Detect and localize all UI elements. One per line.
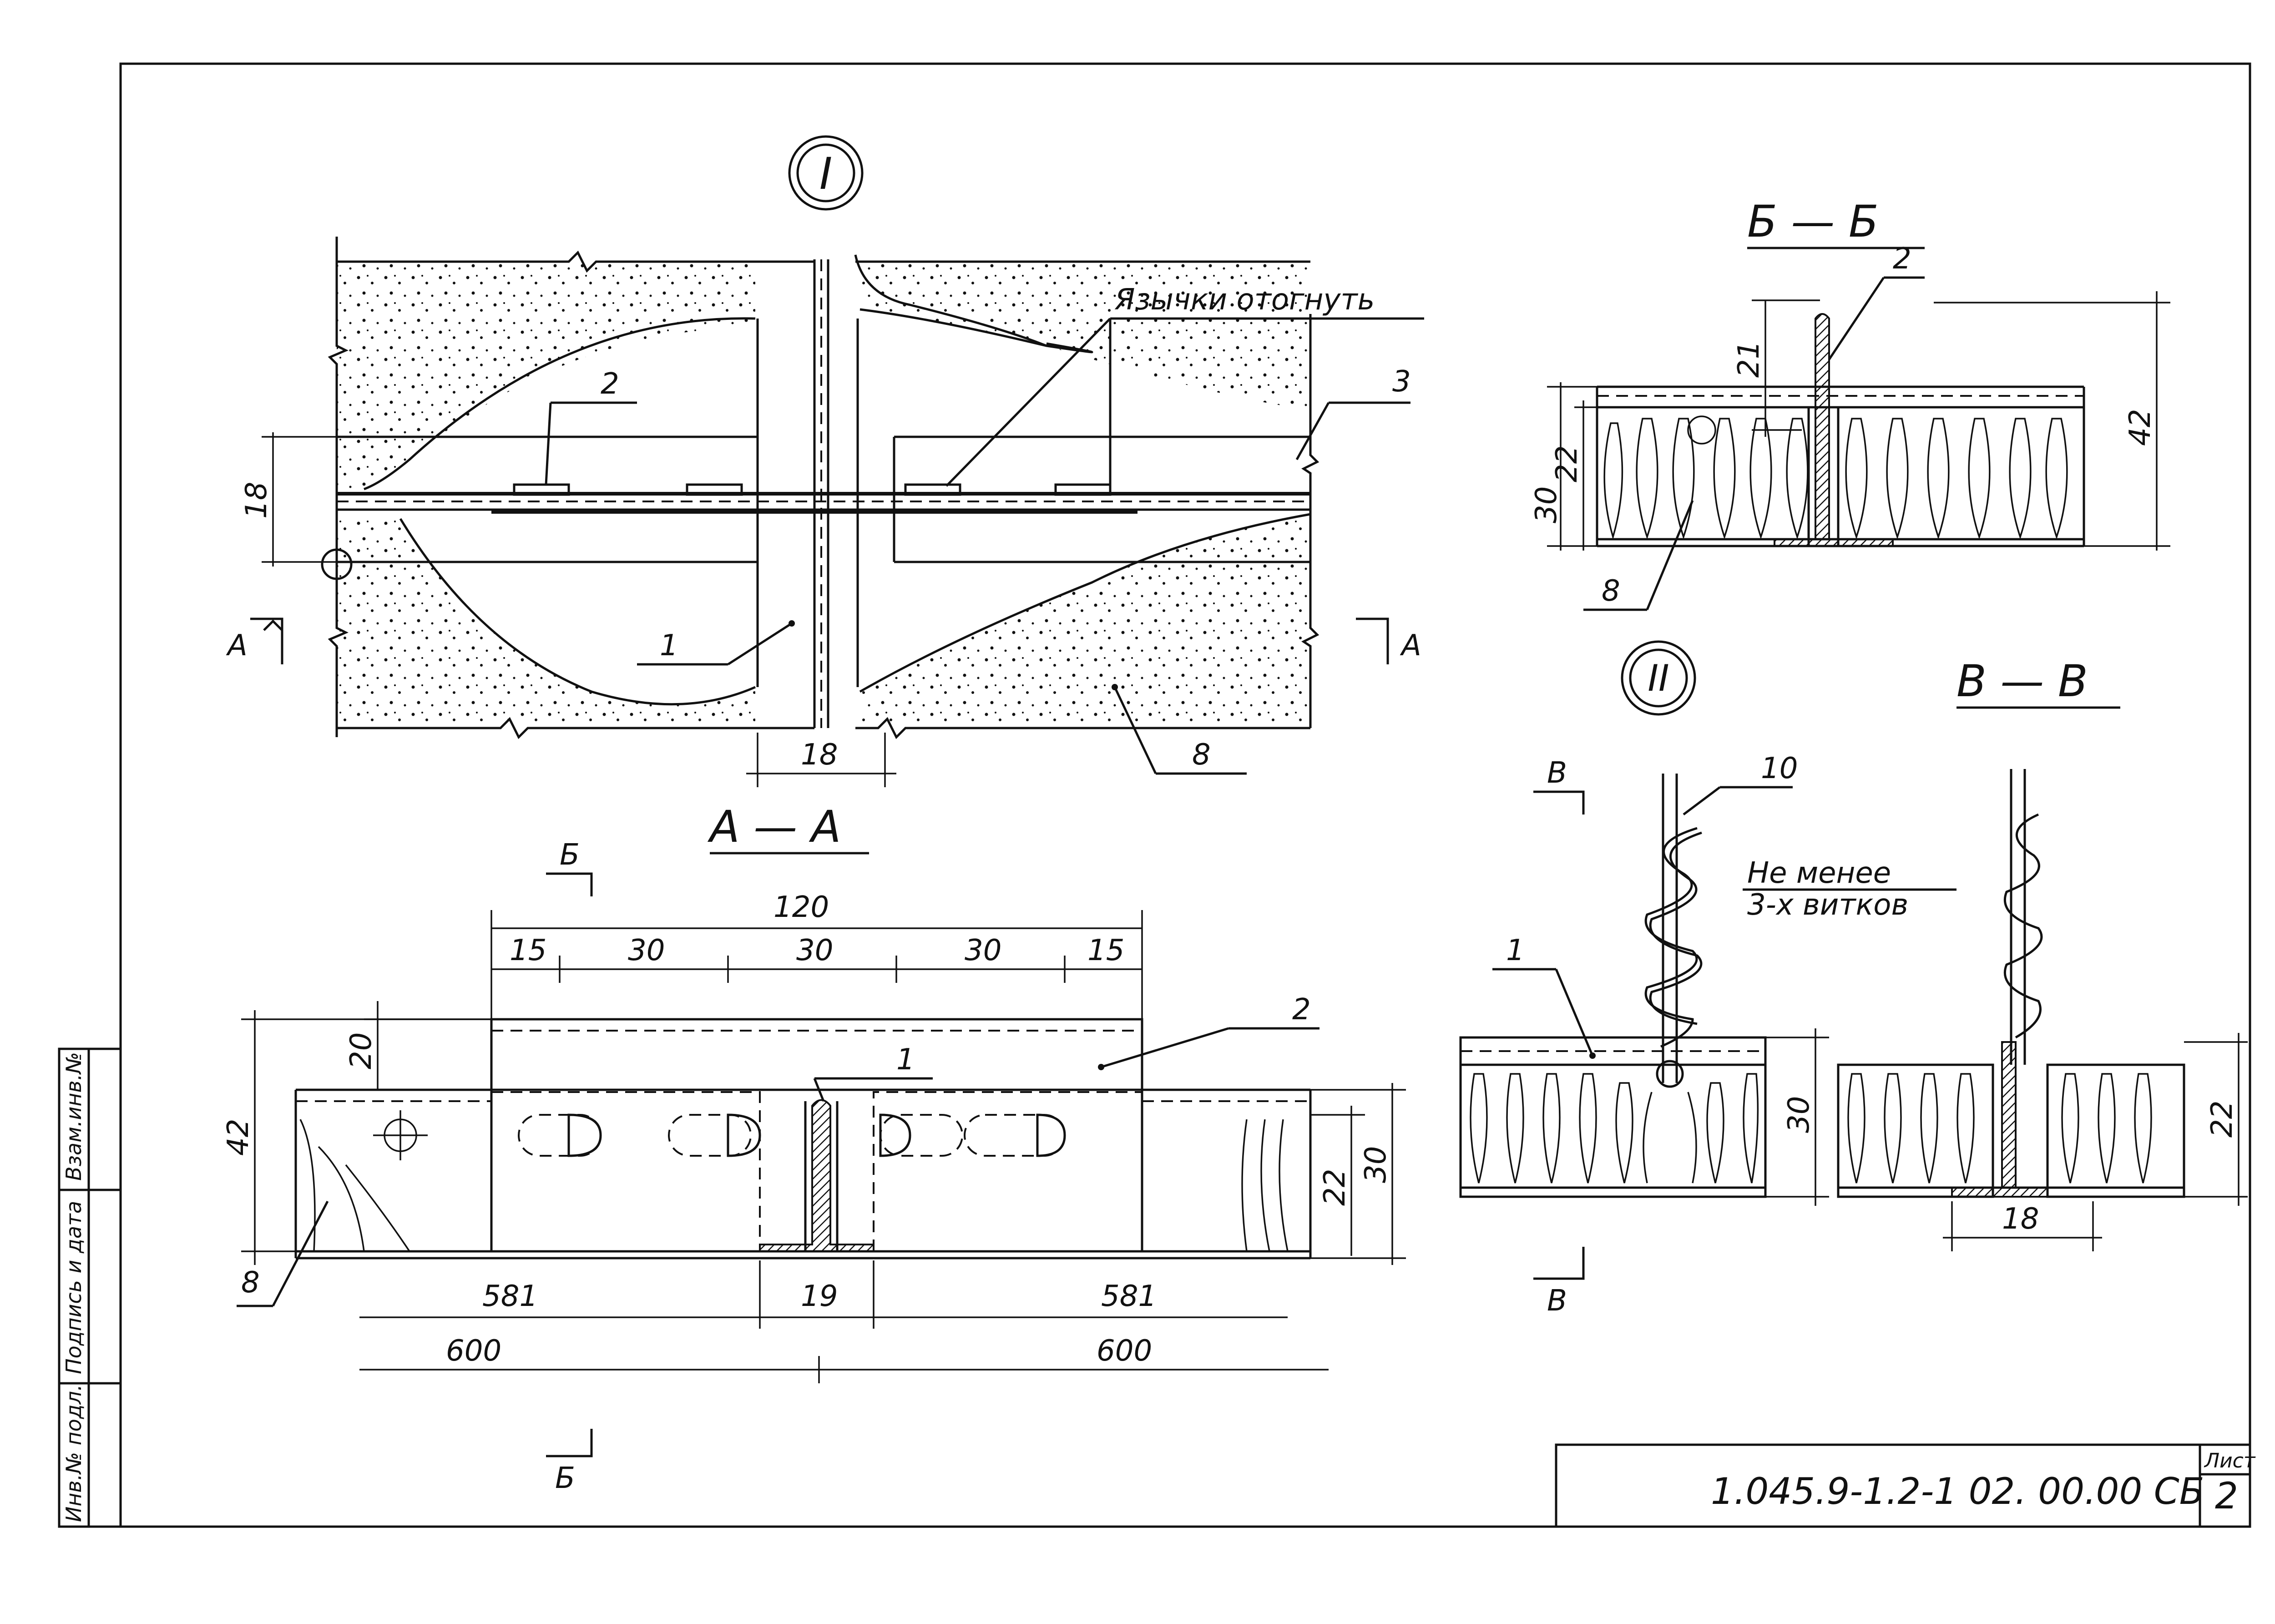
svg-text:20: 20: [344, 1032, 378, 1069]
section-bb-title: Б — Б: [1747, 196, 1879, 247]
svg-text:А: А: [1400, 629, 1421, 663]
svg-text:Язычки отогнуть: Язычки отогнуть: [1114, 283, 1375, 317]
svg-text:120: 120: [774, 890, 829, 924]
svg-text:18: 18: [801, 738, 838, 772]
svg-text:В: В: [1547, 756, 1567, 790]
section-vv-title: В — В: [1956, 656, 2088, 707]
svg-text:1: 1: [1506, 934, 1525, 967]
svg-text:1: 1: [896, 1043, 915, 1077]
section-bb-view: Б — Б 2: [1530, 196, 2170, 611]
svg-text:19: 19: [801, 1280, 838, 1313]
svg-text:581: 581: [1101, 1280, 1157, 1313]
node-1-note: Язычки отогнуть: [945, 283, 1424, 487]
svg-text:8: 8: [1602, 574, 1620, 608]
stamp-signature-date: Подпись и дата: [61, 1201, 86, 1374]
svg-text:30: 30: [628, 934, 665, 967]
svg-text:8: 8: [1192, 738, 1211, 772]
svg-text:15: 15: [510, 934, 546, 967]
svg-text:Б: Б: [560, 838, 580, 872]
svg-text:I: I: [819, 148, 832, 199]
node-2-note-line1: Не менее: [1747, 856, 1891, 890]
stamp-replace-inv: Взам.инв.№: [61, 1052, 86, 1181]
section-aa-view: А — А Б Б 120 15 30 30 30 15: [222, 801, 1406, 1495]
svg-text:Б: Б: [555, 1462, 575, 1495]
svg-text:42: 42: [2123, 409, 2157, 446]
node-1-view: I: [226, 135, 1424, 787]
sheet-label: Лист: [2204, 1449, 2256, 1472]
svg-text:15: 15: [1087, 934, 1124, 967]
svg-text:600: 600: [446, 1334, 501, 1368]
svg-text:581: 581: [482, 1280, 538, 1313]
svg-text:В: В: [1547, 1284, 1567, 1318]
sheet-number: 2: [2215, 1475, 2238, 1517]
svg-text:18: 18: [2002, 1202, 2039, 1236]
svg-text:10: 10: [1761, 752, 1798, 785]
node-2-marker: II: [1621, 640, 1696, 716]
svg-text:30: 30: [1782, 1096, 1816, 1133]
section-aa-title: А — А: [707, 801, 841, 852]
svg-text:22: 22: [1550, 445, 1584, 482]
svg-text:8: 8: [241, 1266, 260, 1300]
svg-text:30: 30: [796, 934, 833, 967]
svg-text:2: 2: [1893, 242, 1911, 276]
svg-text:2: 2: [1292, 993, 1311, 1027]
svg-text:22: 22: [1318, 1169, 1352, 1206]
svg-text:22: 22: [2205, 1101, 2239, 1138]
stamp-inv-original: Инв.№ подл.: [61, 1384, 86, 1522]
svg-text:1: 1: [660, 629, 678, 663]
svg-text:600: 600: [1097, 1334, 1152, 1368]
svg-text:А: А: [226, 629, 248, 663]
svg-text:2: 2: [601, 367, 619, 401]
side-stamp: Взам.инв.№ Подпись и дата Инв.№ подл.: [58, 1047, 122, 1528]
node-2-note-line2: 3-х витков: [1747, 888, 1908, 922]
svg-text:42: 42: [222, 1119, 255, 1156]
svg-text:30: 30: [965, 934, 1001, 967]
svg-text:18: 18: [240, 482, 273, 519]
svg-text:II: II: [1648, 657, 1669, 699]
svg-text:30: 30: [1530, 486, 1563, 523]
doc-code: 1.045.9-1.2-1 02. 00.00 СБ: [1711, 1470, 2204, 1513]
node-1-marker: I: [788, 135, 864, 211]
svg-text:21: 21: [1732, 341, 1766, 378]
svg-text:3: 3: [1392, 365, 1411, 399]
title-block: 1.045.9-1.2-1 02. 00.00 СБ Лист 2: [1555, 1443, 2256, 1528]
node-2-view: II В В 10: [1459, 640, 2248, 1318]
svg-text:30: 30: [1359, 1146, 1393, 1183]
sheet-frame: [119, 62, 2251, 1528]
